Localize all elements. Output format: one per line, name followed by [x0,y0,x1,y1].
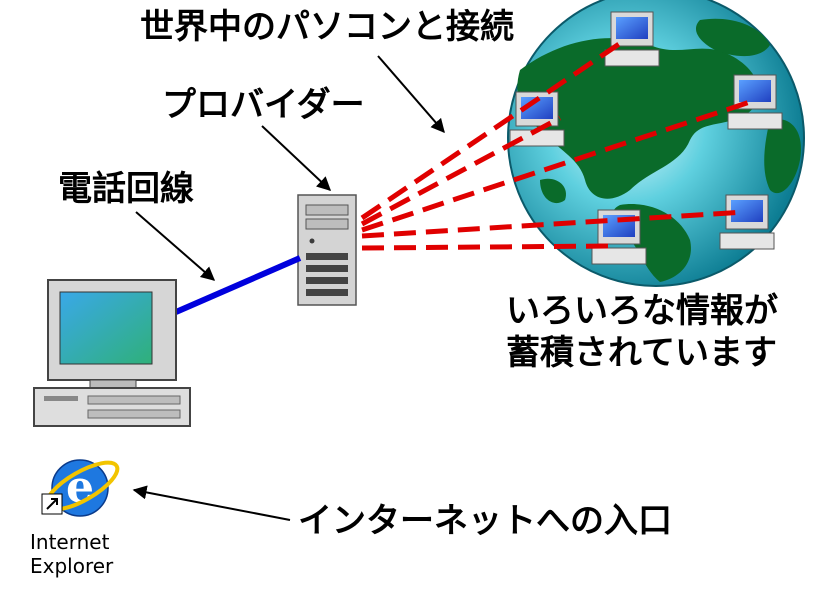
desktop-case [33,387,191,427]
continent-greenland [695,18,770,57]
remote-pc-5 [591,209,647,265]
continent-europe [764,119,801,194]
remote-pc-3 [727,74,783,130]
continent-islands [540,178,566,204]
internet-explorer-shortcut[interactable] [34,448,116,526]
ie-label-line1: Internet [30,530,110,554]
link-2 [360,115,562,227]
local-computer [33,279,191,427]
label-stored-info-line1: いろいろな情報が [506,291,778,331]
network-links [360,37,751,251]
label-world-connect: 世界中のパソコンと接続 [140,7,514,47]
arrow-phone-line [135,211,216,281]
annotation-arrows [132,55,445,521]
label-stored-info: いろいろな情報が 蓄積されています [506,290,826,374]
label-stored-info-line2: 蓄積されています [506,333,777,373]
remote-pc-2 [509,91,565,147]
provider-server [297,194,357,306]
internet-explorer-label[interactable]: Internet Explorer [30,530,130,578]
arrow-world [377,55,445,134]
link-1 [360,37,627,221]
remote-pc-1 [604,11,660,67]
link-5 [361,243,613,251]
monitor-stand [89,379,137,389]
monitor-screen [59,291,153,365]
remote-pc-4 [719,194,775,250]
arrow-entry [132,485,291,521]
label-phone-line: 電話回線 [58,169,194,209]
ie-label-line2: Explorer [30,554,114,578]
label-provider: プロバイダー [162,85,365,125]
link-3 [361,99,751,233]
internet-explorer-icon: e [41,459,120,517]
label-internet-entry: インターネットへの入口 [298,501,672,541]
arrow-provider [261,125,332,191]
phone-line-cable [174,255,302,315]
